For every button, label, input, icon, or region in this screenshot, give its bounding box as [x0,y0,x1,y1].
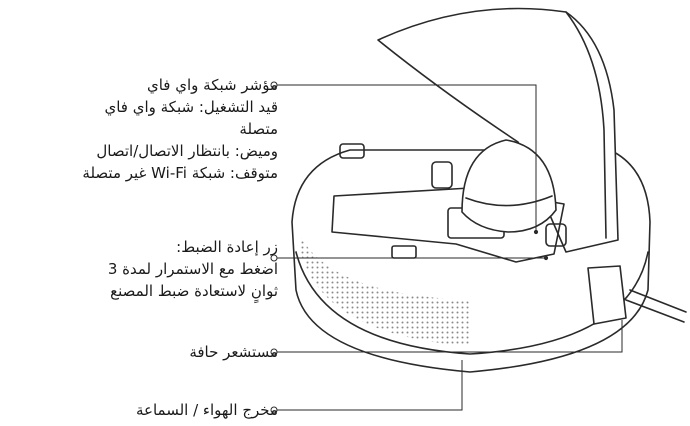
left-latch [431,161,453,189]
reset-button-title: زر إعادة الضبط: [176,238,278,256]
dust-bin-band [465,195,553,207]
reset-target-dot [543,255,549,261]
dust-bin-dome [461,139,557,233]
robot-lid [377,7,619,253]
edge-sensor-callout: مستشعر حافة [189,341,278,363]
wifi-off-line: متوقف: شبكة Wi-Fi غير متصلة [82,164,278,182]
reset-slot [391,245,417,259]
reset-line-2: ثوانٍ لاستعادة ضبط المصنع [110,282,278,300]
side-brush [625,289,687,323]
edge-leader [274,320,623,353]
edge-leader-dot [270,348,278,356]
wifi-blink-line: وميض: بانتظار الاتصال/اتصال [96,142,278,160]
reset-line-1: اضغط مع الاستمرار لمدة 3 [107,260,278,278]
robot-body-outline [291,149,651,373]
rear-clip [339,143,365,159]
outlet-leader-dot [270,406,278,414]
wifi-indicator-callout: مؤشر شبكة واي فاي قيد التشغيل: شبكة واي … [82,74,278,184]
reset-leader-dot [270,254,278,262]
outlet-leader [274,360,463,411]
lid-inner-edge [565,11,607,239]
edge-sensor-title: مستشعر حافة [189,343,278,361]
speaker-grille [300,235,470,346]
edge-sensor-block [587,265,627,325]
wifi-solid-line-2: متصلة [239,120,278,138]
wifi-leader [274,84,537,232]
air-outlet-title: مخرج الهواء / السماعة [135,401,278,419]
reset-button-callout: زر إعادة الضبط: اضغط مع الاستمرار لمدة 3… [108,236,278,302]
wifi-solid-line-1: قيد التشغيل: شبكة واي فاي [104,98,278,116]
air-outlet-callout: مخرج الهواء / السماعة [136,399,278,421]
wifi-leader-dot [270,81,278,89]
right-latch [545,223,567,247]
wifi-indicator-title: مؤشر شبكة واي فاي [147,76,278,94]
wifi-target-dot [533,229,539,235]
